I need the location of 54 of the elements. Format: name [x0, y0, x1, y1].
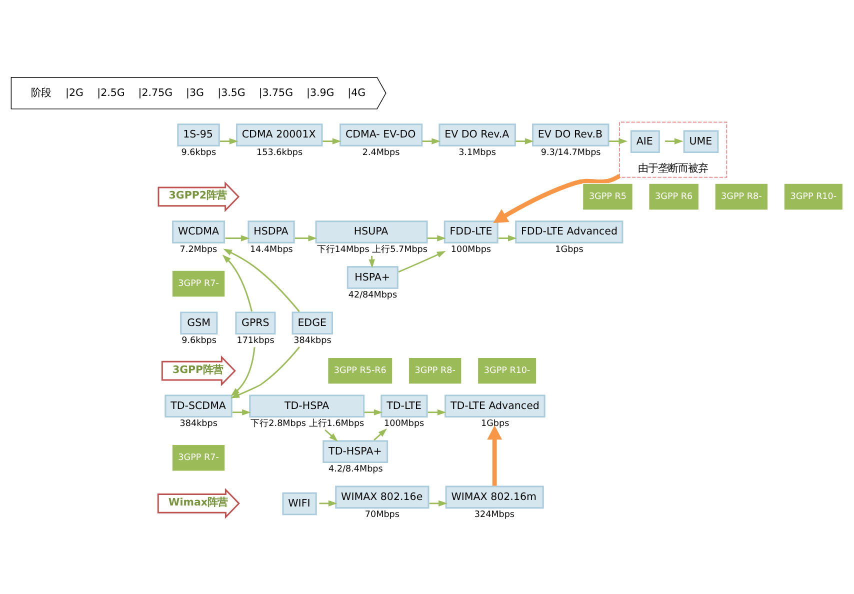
node-box: 3GPP R6	[648, 183, 700, 210]
arrow	[225, 235, 250, 242]
arrow	[294, 235, 318, 242]
arrow	[422, 138, 441, 144]
node-label: 100Mbps	[450, 244, 492, 255]
arrow	[364, 409, 383, 416]
node-label: 100Mbps	[384, 419, 424, 429]
node-label: 7.2Mbps	[180, 244, 218, 255]
node-label: 384kbps	[180, 419, 218, 429]
node-label: 153.6kbps	[256, 148, 303, 158]
node-label: 9.6kbps	[181, 148, 216, 158]
arrow	[220, 138, 238, 144]
node-box: 3GPP R7-	[172, 270, 226, 298]
arrow	[608, 138, 628, 144]
node-label: 9.6kbps	[182, 336, 216, 346]
arrow	[374, 428, 387, 441]
node-label: 1Gbps	[555, 244, 584, 255]
node-label: 下行14Mbps 上行5.7Mbps	[316, 244, 428, 255]
arrow	[398, 250, 446, 273]
arrow	[222, 254, 253, 312]
node-label: 384kbps	[294, 336, 332, 346]
arrow	[230, 346, 300, 398]
node-label: 下行2.8Mbps 上行1.6Mbps	[250, 419, 364, 429]
node-label: 171kbps	[236, 336, 274, 346]
node-label: 14.4Mbps	[250, 244, 293, 255]
arrow	[493, 174, 621, 223]
arrow	[665, 138, 684, 144]
arrow	[498, 235, 517, 242]
node-box: 3GPP R8-	[714, 183, 768, 210]
arrow	[516, 138, 534, 144]
node-label: 9.3/14.7Mbps	[540, 148, 601, 158]
arrow	[230, 347, 256, 396]
arrow	[319, 500, 338, 507]
arrow	[487, 425, 502, 486]
arrow	[324, 429, 338, 442]
node-label: 4.2/8.4Mbps	[328, 464, 383, 475]
arrow	[223, 248, 300, 312]
node-box: 3GPP R8-	[408, 357, 462, 384]
arrow	[429, 500, 448, 507]
node-label: 2.4Mbps	[362, 148, 400, 158]
node-box: 3GPP R7-	[172, 444, 226, 472]
arrow	[322, 138, 342, 144]
node-label: 324Mbps	[474, 510, 515, 520]
node-label: 1Gbps	[480, 419, 510, 429]
node-label: 70Mbps	[364, 510, 400, 520]
node-label: 3.1Mbps	[458, 148, 496, 158]
arrow	[427, 235, 446, 242]
node-label: 42/84Mbps	[348, 290, 398, 300]
node-box: 3GPP R10-	[784, 183, 844, 210]
node-box: 3GPP R5	[582, 183, 634, 210]
node-box: 3GPP R5-R6	[327, 357, 393, 384]
arrow	[232, 409, 251, 416]
node-box: 3GPP R10-	[477, 357, 537, 384]
arrow	[428, 409, 446, 416]
